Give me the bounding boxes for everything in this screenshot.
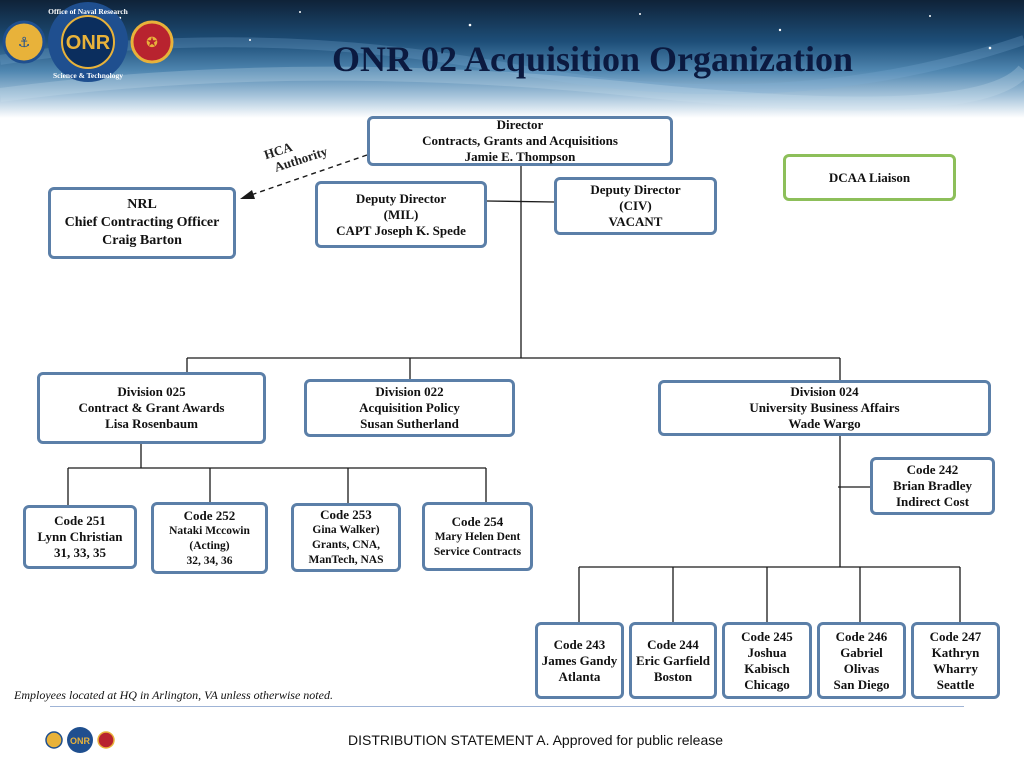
footer-divider [50,706,964,707]
footer-onr-logo: ONR [45,727,115,753]
page-title: ONR 02 Acquisition Organization [332,39,854,79]
hq-location-footnote: Employees located at HQ in Arlington, VA… [14,688,333,702]
deputy-director-civ-box: Deputy Director(CIV)VACANT [554,177,717,235]
dcaa-liaison-box: DCAA Liaison [783,154,956,201]
svg-text:✪: ✪ [146,35,158,51]
deputy-director-mil-box: Deputy Director(MIL)CAPT Joseph K. Spede [315,181,487,248]
header-banner: ⚓ ✪ ONR Office of Naval Research Science… [0,0,1024,118]
navy-seal-icon [2,20,46,64]
distribution-statement: DISTRIBUTION STATEMENT A. Approved for p… [348,732,724,748]
logo-ring-top: Office of Naval Research [48,7,128,16]
svg-text:ONR: ONR [70,736,91,746]
onr-logo: ⚓ ✪ ONR Office of Naval Research Science… [2,2,174,82]
marine-seal-icon [130,20,174,64]
logo-center-text: ONR [66,32,111,54]
logo-ring-bottom: Science & Technology [53,71,123,80]
svg-text:⚓: ⚓ [18,35,31,51]
